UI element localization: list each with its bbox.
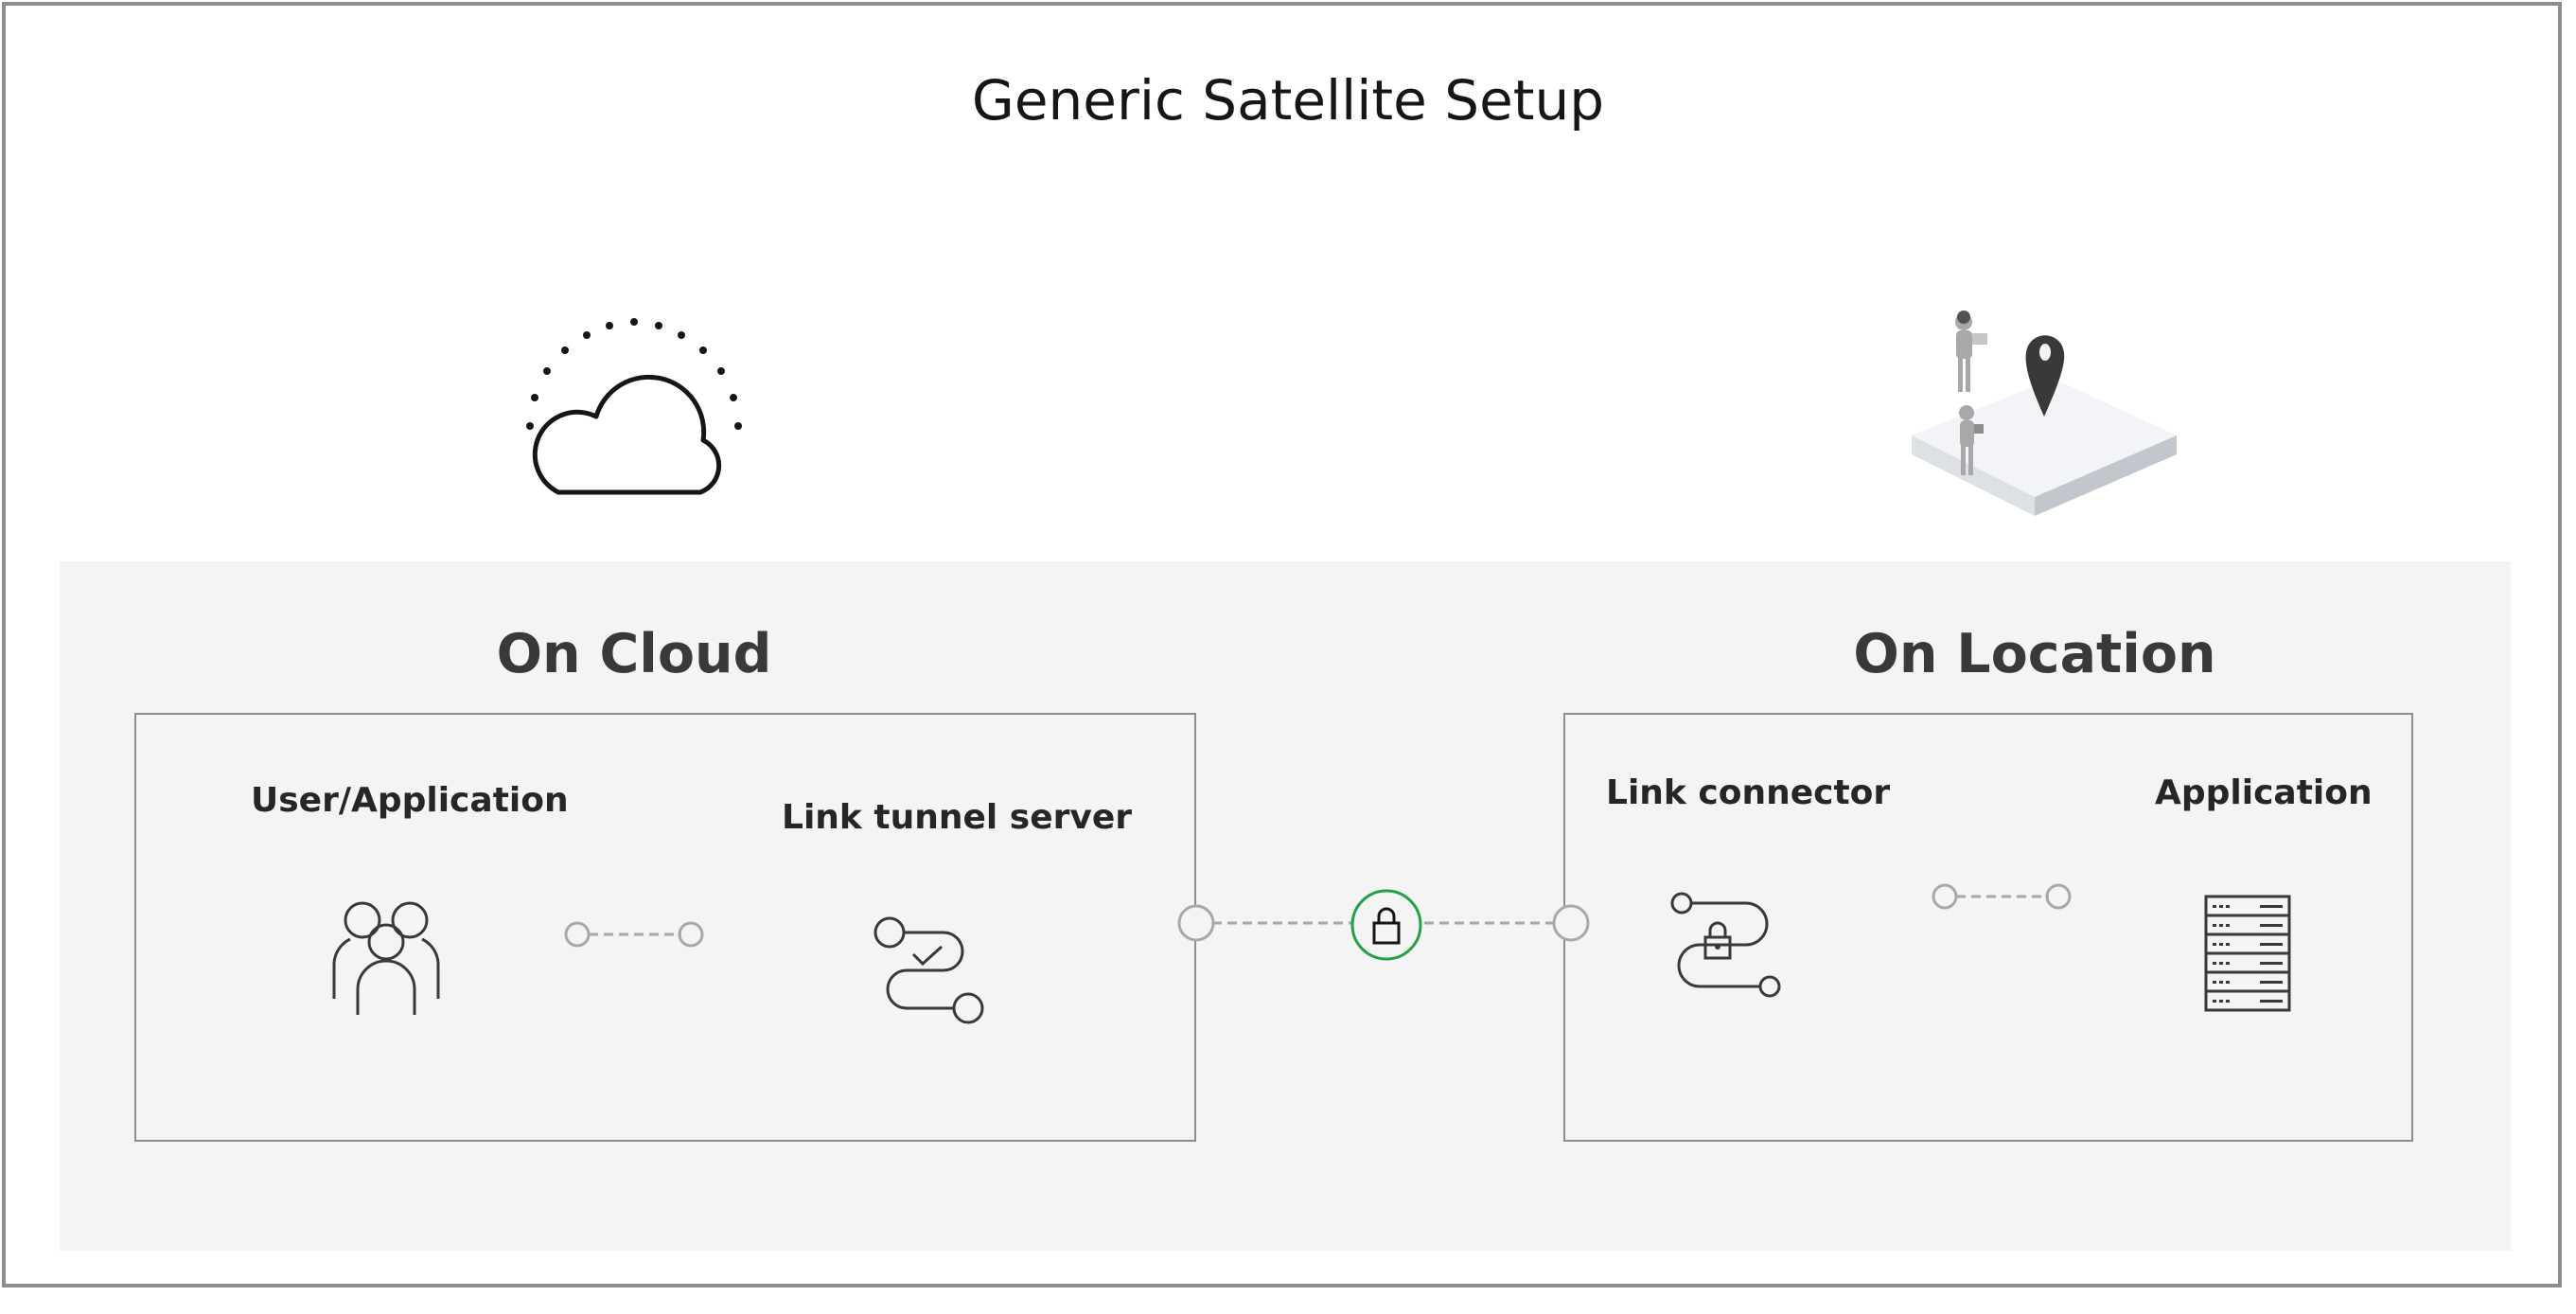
users-icon bbox=[332, 901, 440, 1015]
connector-location-internal bbox=[1932, 883, 2072, 910]
secure-link bbox=[1177, 904, 1590, 942]
link-tunnel-server-label: Link tunnel server bbox=[782, 798, 1133, 837]
lock-icon bbox=[1350, 889, 1422, 961]
connector-cloud-internal bbox=[564, 921, 704, 948]
link-connector-label: Link connector bbox=[1606, 773, 1891, 812]
background-band bbox=[60, 561, 2511, 1251]
location-illustration bbox=[1912, 311, 2177, 516]
user-application-label: User/Application bbox=[251, 781, 569, 820]
on-location-heading: On Location bbox=[1853, 623, 2216, 685]
connector-lock-icon bbox=[1670, 892, 1781, 998]
on-cloud-heading: On Cloud bbox=[496, 623, 772, 685]
tunnel-icon bbox=[873, 916, 984, 1024]
cloud-icon bbox=[526, 318, 742, 495]
diagram-title: Generic Satellite Setup bbox=[971, 68, 1605, 133]
application-label: Application bbox=[2155, 773, 2373, 812]
server-rack-icon bbox=[2204, 895, 2291, 1012]
